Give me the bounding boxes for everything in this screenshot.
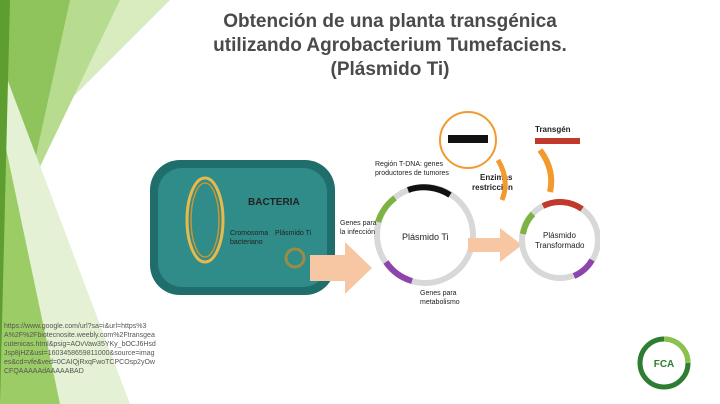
transformed-label-2: Transformado	[535, 241, 585, 250]
transgene-label: Transgén	[535, 125, 571, 134]
chromosome-label-2: bacteriano	[230, 239, 263, 246]
source-url[interactable]: https://www.google.com/url?sa=i&url=http…	[4, 323, 156, 375]
small-plasmid-label: Plásmido Ti	[275, 230, 312, 237]
genes-infection-label-1: Genes para	[340, 220, 377, 227]
arrow-to-transformed	[468, 228, 522, 262]
plasmid-ti-label: Plásmido Ti	[402, 232, 449, 242]
tdna-label-2: productores de tumores	[375, 170, 449, 177]
title-line-1: Obtención de una planta transgénica	[223, 11, 557, 32]
transgenic-diagram: BACTERIA Cromosoma bacteriano Plásmido T…	[150, 111, 600, 306]
bacteria-label: BACTERIA	[248, 197, 300, 208]
slide-title: Obtención de una planta transgénica util…	[180, 10, 600, 82]
transgene-arrow	[537, 148, 555, 193]
enzyme-arrow	[495, 158, 508, 201]
genes-infection-label-2: la infección	[340, 229, 375, 236]
logo-text: FCA	[654, 359, 675, 370]
transgene-bar	[535, 138, 580, 144]
bacterial-chromosome	[185, 176, 225, 264]
tdna-label-1: Región T-DNA: genes	[375, 161, 443, 168]
title-line-2: utilizando Agrobacterium Tumefaciens.	[213, 35, 567, 56]
enzymes-label-1: Enzimas	[480, 173, 513, 182]
title-line-3: (Plásmido Ti)	[330, 59, 450, 80]
small-plasmid	[284, 247, 306, 269]
fca-logo: FCA	[637, 336, 691, 390]
chromosome-label-1: Cromosoma	[230, 230, 268, 237]
transformed-label-1: Plásmido	[543, 231, 576, 240]
arrow-to-plasmid	[310, 242, 372, 294]
enzymes-label-2: restricción	[472, 183, 513, 192]
genes-metabolism-label-2: metabolismo	[420, 299, 460, 306]
genes-metabolism-label-1: Genes para	[420, 290, 457, 297]
